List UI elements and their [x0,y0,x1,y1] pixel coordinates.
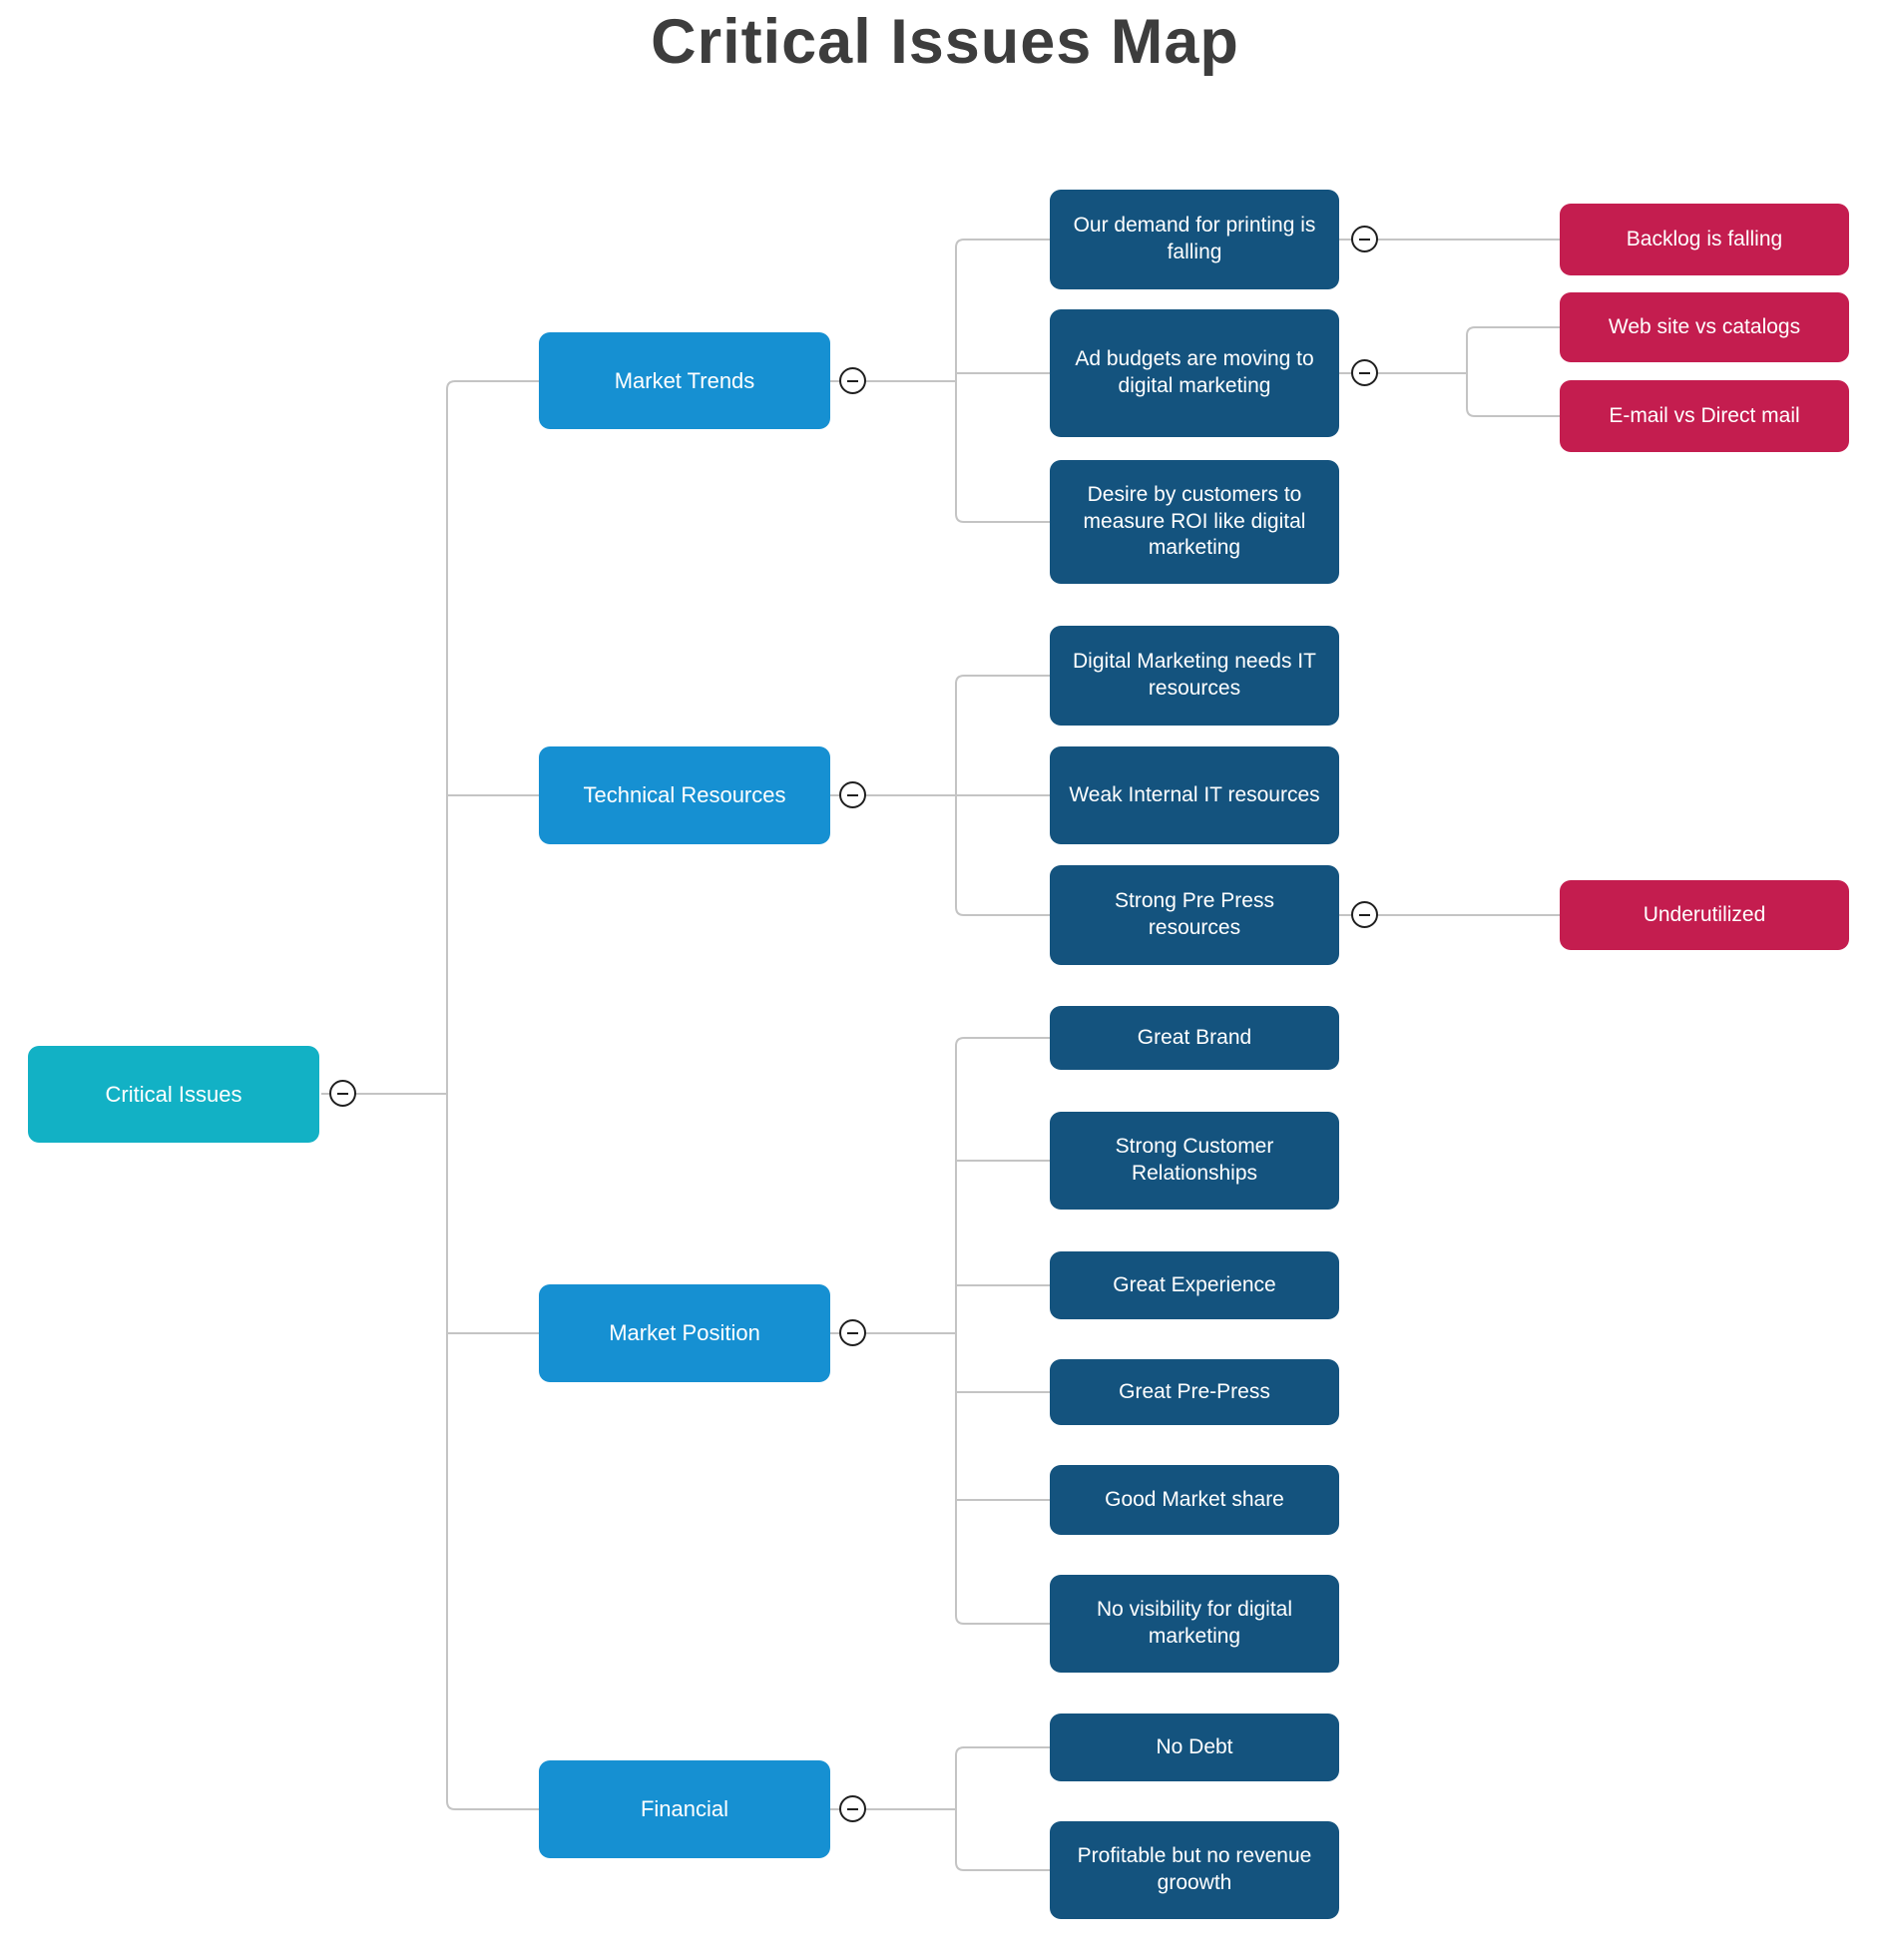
collapse-icon-market-position[interactable] [839,1319,866,1346]
connector [955,1037,1050,1625]
node-great-experience[interactable]: Great Experience [1050,1251,1339,1319]
node-critical-issues[interactable]: Critical Issues [28,1046,319,1143]
node-financial[interactable]: Financial [539,1760,830,1858]
node-market-trends[interactable]: Market Trends [539,332,830,429]
node-underutilized[interactable]: Underutilized [1560,880,1849,950]
node-ad-budgets-digital[interactable]: Ad budgets are moving to digital marketi… [1050,309,1339,437]
node-web-site-vs-catalogs[interactable]: Web site vs catalogs [1560,292,1849,362]
node-no-debt[interactable]: No Debt [1050,1714,1339,1781]
collapse-icon-technical-resources[interactable] [839,781,866,808]
collapse-icon-financial[interactable] [839,1795,866,1822]
collapse-icon-critical-issues[interactable] [329,1080,356,1107]
node-desire-measure-roi[interactable]: Desire by customers to measure ROI like … [1050,460,1339,584]
node-strong-customer-relationships[interactable]: Strong Customer Relationships [1050,1112,1339,1210]
node-email-vs-direct-mail[interactable]: E-mail vs Direct mail [1560,380,1849,452]
connector [955,239,1050,523]
node-weak-internal-it[interactable]: Weak Internal IT resources [1050,746,1339,844]
diagram-title: Critical Issues Map [651,7,1239,77]
node-great-pre-press[interactable]: Great Pre-Press [1050,1359,1339,1425]
collapse-icon-our-demand-falling[interactable] [1351,226,1378,252]
collapse-icon-market-trends[interactable] [839,367,866,394]
collapse-icon-strong-pre-press[interactable] [1351,901,1378,928]
connector [955,1746,1050,1871]
connector [446,380,539,1810]
node-great-brand[interactable]: Great Brand [1050,1006,1339,1070]
connector [955,675,1050,916]
node-good-market-share[interactable]: Good Market share [1050,1465,1339,1535]
node-our-demand-falling[interactable]: Our demand for printing is falling [1050,190,1339,289]
node-profitable-no-growth[interactable]: Profitable but no revenue groowth [1050,1821,1339,1919]
node-digital-marketing-it[interactable]: Digital Marketing needs IT resources [1050,626,1339,726]
node-market-position[interactable]: Market Position [539,1284,830,1382]
connector [1466,326,1560,417]
collapse-icon-ad-budgets-digital[interactable] [1351,359,1378,386]
node-no-visibility-digital[interactable]: No visibility for digital marketing [1050,1575,1339,1673]
node-backlog-falling[interactable]: Backlog is falling [1560,204,1849,275]
node-technical-resources[interactable]: Technical Resources [539,746,830,844]
node-strong-pre-press[interactable]: Strong Pre Press resources [1050,865,1339,965]
